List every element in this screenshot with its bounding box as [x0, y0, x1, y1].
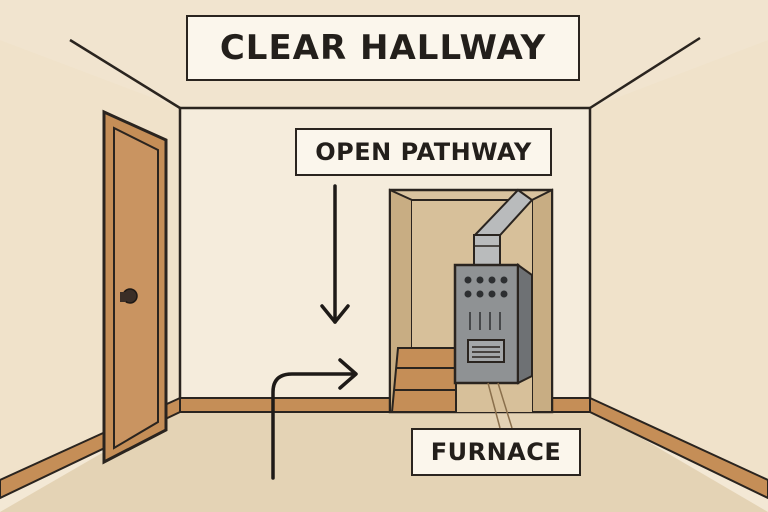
- right-wall: [590, 40, 768, 490]
- arrow-down-icon: [320, 184, 350, 324]
- furnace-flue-pipe: [473, 188, 534, 268]
- baseboard-back: [179, 397, 391, 413]
- ceiling-edge-left: [69, 38, 181, 110]
- ceiling-edge-right: [589, 36, 701, 110]
- floor-path-line-left: [487, 382, 501, 429]
- page-title: CLEAR HALLWAY: [186, 15, 580, 81]
- arrow-turn-right-icon: [271, 358, 358, 480]
- furnace-vent-icon: [467, 339, 505, 363]
- baseboard-back-right: [551, 397, 591, 413]
- furnace-unit: [453, 263, 533, 385]
- furnace-label: FURNACE: [411, 428, 581, 476]
- hallway-door[interactable]: [102, 109, 168, 465]
- floor-path-line-right: [497, 382, 513, 429]
- baseboard-right: [589, 396, 768, 500]
- open-pathway-label: OPEN PATHWAY: [295, 128, 552, 176]
- closet-step: [390, 347, 457, 413]
